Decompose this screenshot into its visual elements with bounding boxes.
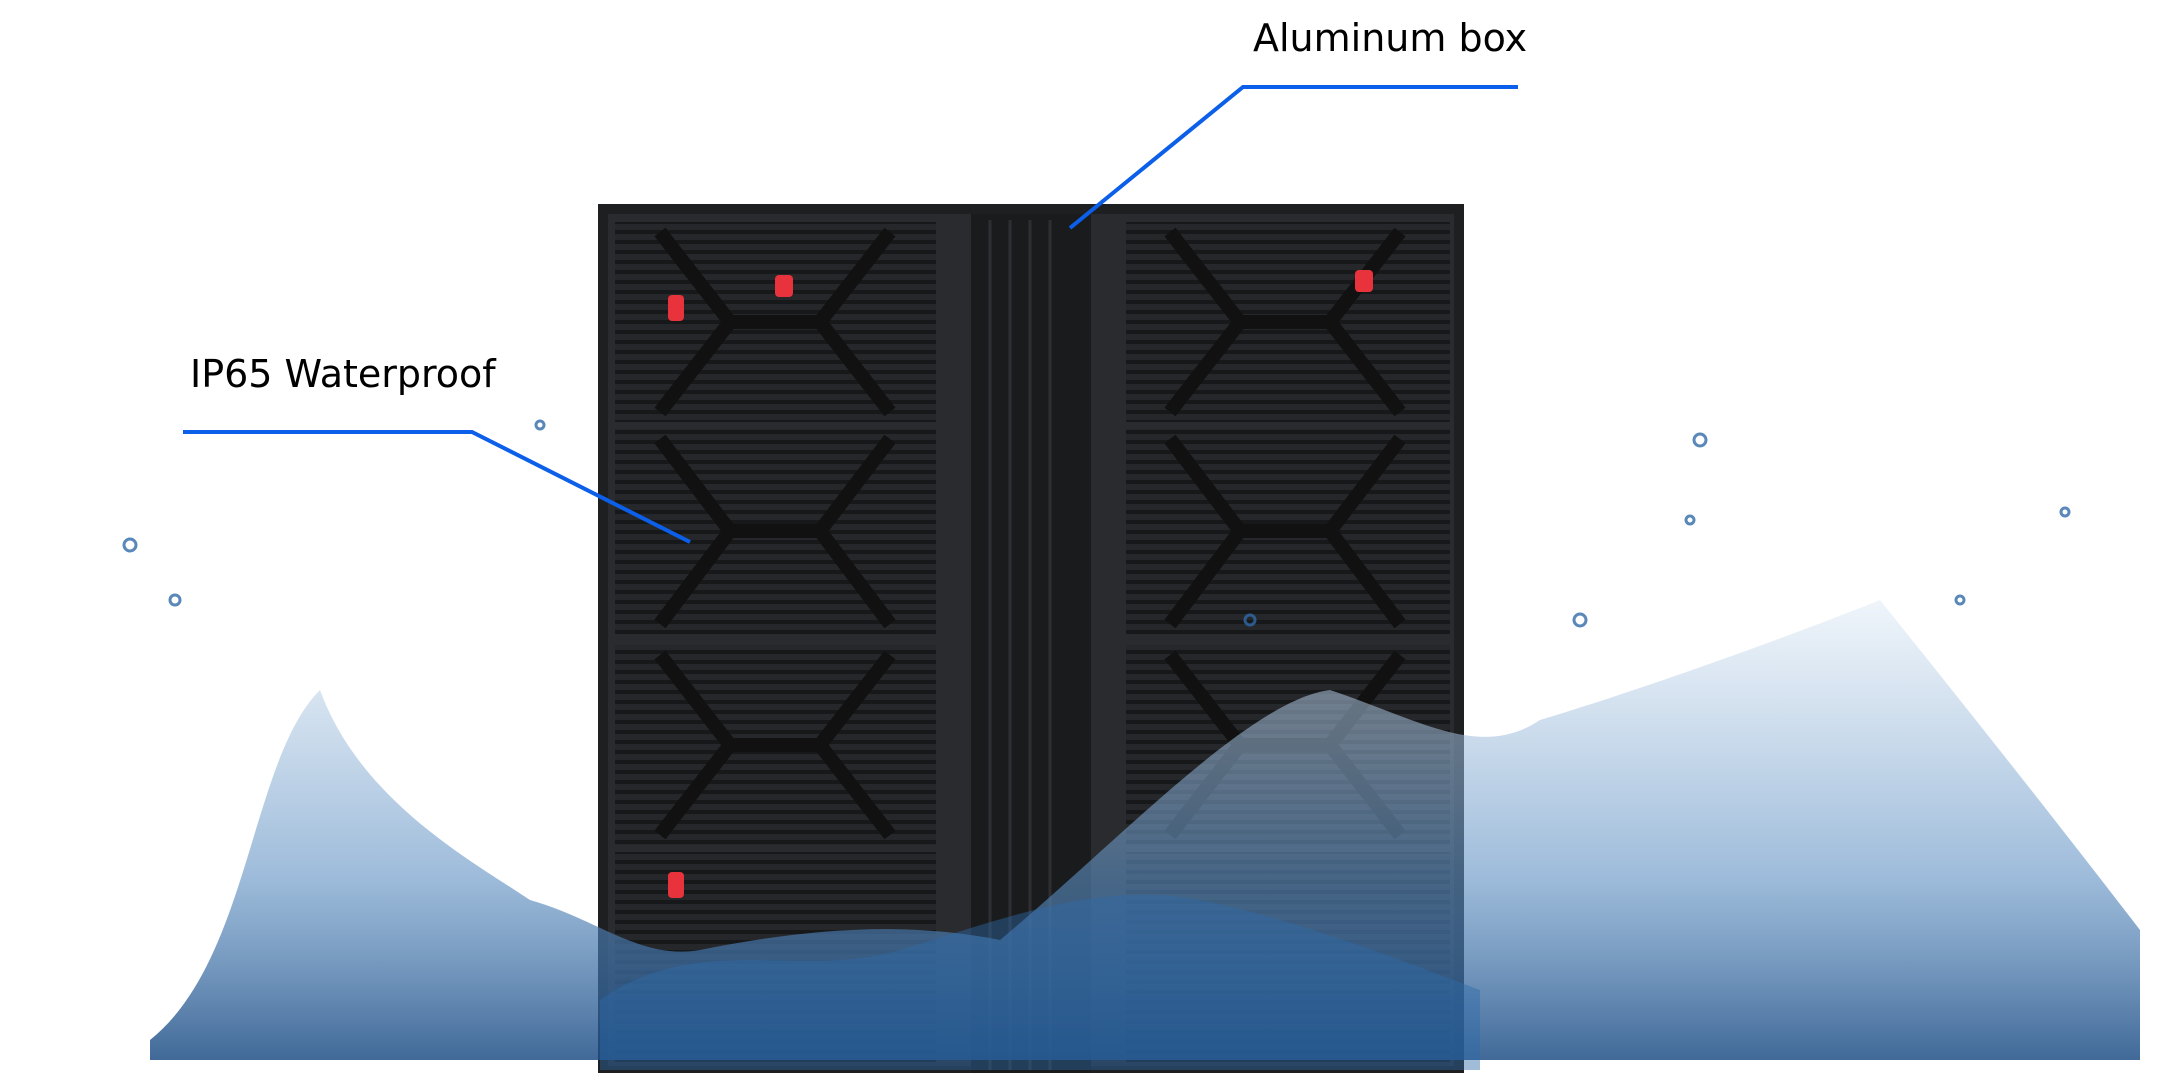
aluminum-box-label: Aluminum box [1253,16,1528,60]
latch-handles [668,270,1373,898]
led-cabinet [598,204,1464,1073]
aluminum-box-callout-line [1068,85,1518,230]
water-splash [122,419,2140,1070]
ip65-waterproof-label: IP65 Waterproof [190,352,496,396]
waterproof-callout-line [183,430,691,544]
